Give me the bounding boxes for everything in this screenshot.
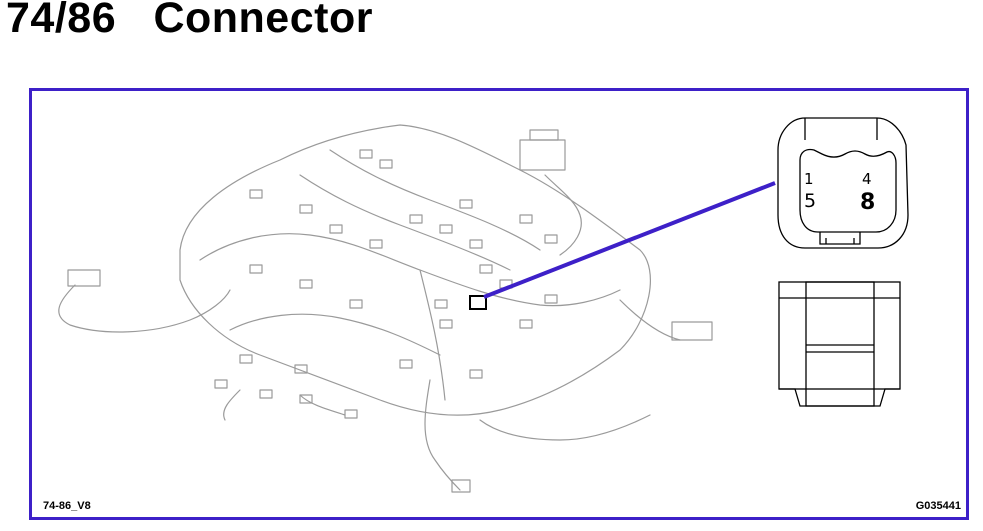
figure-id: G035441 xyxy=(915,500,961,512)
pin-label-8: 8 xyxy=(860,190,876,215)
pin-label-5: 5 xyxy=(804,190,817,212)
pin-label-4: 4 xyxy=(862,170,872,188)
leader-line xyxy=(483,181,776,299)
connector-side-view xyxy=(778,281,901,407)
connector-location-marker xyxy=(469,295,487,310)
pin-label-1: 1 xyxy=(804,170,814,188)
diagram-code: 74-86_V8 xyxy=(43,500,91,512)
engine-harness-drawing xyxy=(58,124,713,493)
diagram-frame xyxy=(29,88,969,520)
page-title: 74/86 Connector xyxy=(6,0,373,42)
connector-face-view xyxy=(777,117,909,249)
